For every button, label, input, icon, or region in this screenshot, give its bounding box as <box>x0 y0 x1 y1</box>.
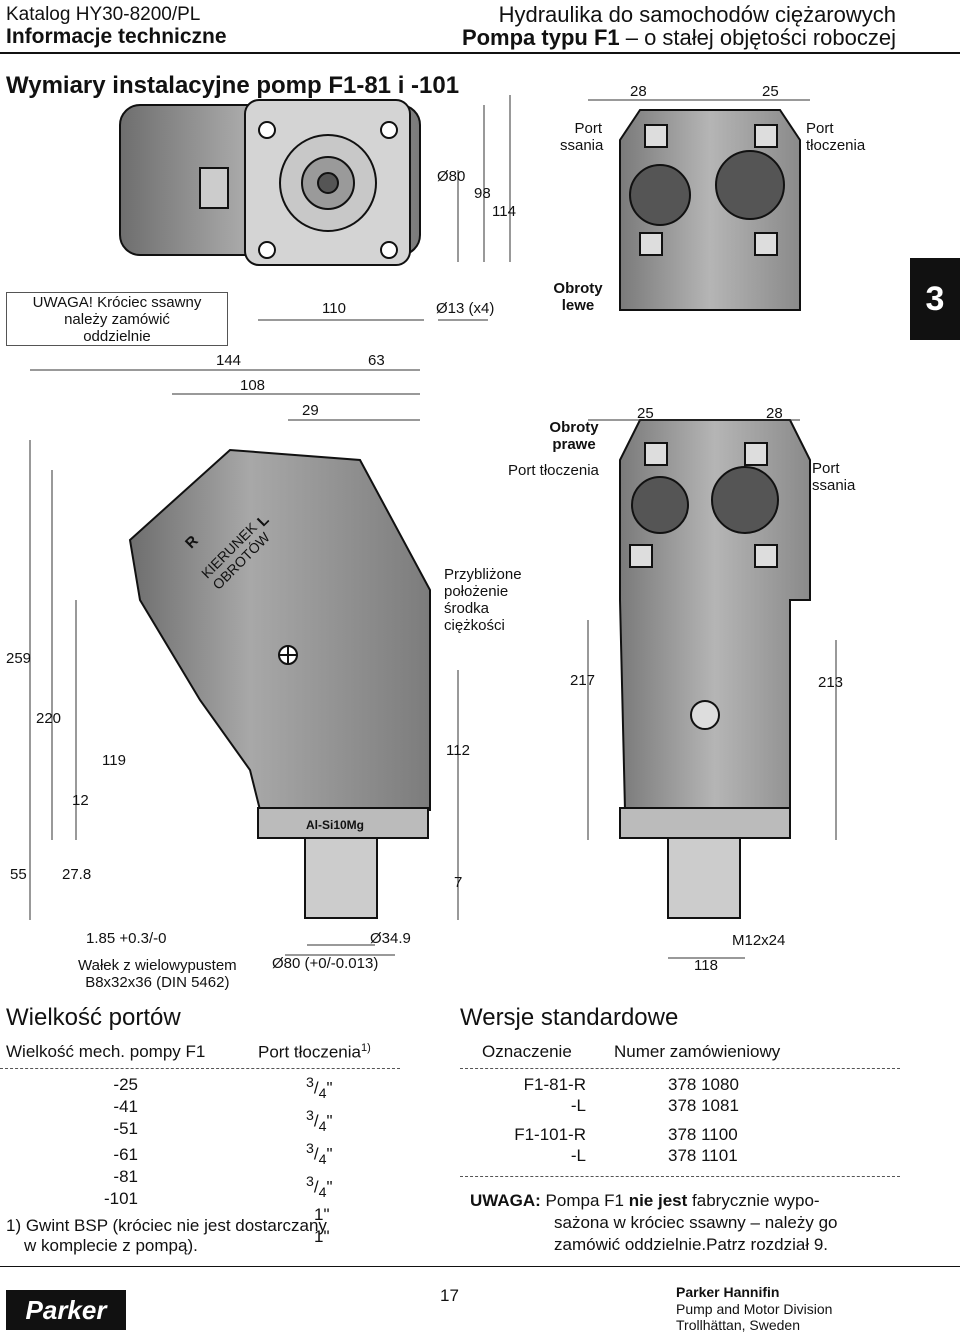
dim-28-right: 28 <box>766 405 783 422</box>
dim-114: 114 <box>492 203 516 220</box>
dim-112: 112 <box>446 742 470 759</box>
dim-80-tolerance: Ø80 (+0/-0.013) <box>272 955 379 972</box>
ports-col-port: Port tłoczenia1) <box>258 1042 371 1062</box>
version-code: F1-81-R <box>523 1075 586 1094</box>
ports-footnote: 1) Gwint BSP (króciec nie jest dostarcza… <box>6 1216 327 1255</box>
version-number: 378 1100 <box>668 1125 738 1144</box>
ports-size: -25 <box>113 1075 138 1094</box>
dim-110: 110 <box>322 300 346 317</box>
header-divider <box>0 52 960 54</box>
version-number: 378 1081 <box>668 1096 739 1115</box>
dim-29: 29 <box>302 402 319 419</box>
footer-divider <box>0 1266 960 1267</box>
ports-size: -41 <box>113 1097 138 1116</box>
version-code: F1-101-R <box>514 1125 586 1144</box>
ports-size-column: -25 -41 -51 -61 -81 -101 <box>96 1074 138 1210</box>
versions-note: UWAGA: Pompa F1 nie jest fabrycznie wypo… <box>470 1191 838 1254</box>
ports-thread: 3/4" <box>306 1108 333 1136</box>
ports-thread: 3/4" <box>306 1174 333 1202</box>
material-label: Al-Si10Mg <box>306 818 365 832</box>
ports-thread: 3/4" <box>306 1141 333 1169</box>
dim-55: 55 <box>10 866 27 883</box>
dim-7: 7 <box>454 874 463 891</box>
dim-217: 217 <box>570 672 596 689</box>
ports-size: -101 <box>103 1189 138 1208</box>
ports-size: -51 <box>113 1119 138 1138</box>
right-view-pump <box>619 419 811 919</box>
document-title: Hydraulika do samochodów ciężarowych <box>498 2 896 27</box>
dim-tolerance: 1.85 +0.3/-0 <box>86 930 167 947</box>
dim-259: 259 <box>6 650 32 667</box>
dim-25-right: 25 <box>637 405 654 422</box>
ports-size: -81 <box>113 1167 138 1186</box>
page-number: 17 <box>440 1286 459 1305</box>
parker-logo: Parker <box>6 1290 126 1330</box>
port-pressure-right: Port tłoczenia <box>508 462 599 479</box>
document-subtitle: Pompa typu F1 – o stałej objętości roboc… <box>461 25 896 50</box>
top-view-pump <box>119 99 421 266</box>
ports-thread-column: 3/4" 3/4" 3/4" 3/4" 1" 1" <box>306 1072 333 1248</box>
dim-12: 12 <box>72 792 89 809</box>
company-name: Parker Hannifin <box>676 1284 780 1300</box>
version-number: 378 1101 <box>668 1146 738 1165</box>
side-view-pump <box>128 448 431 919</box>
ports-title: Wielkość portów <box>6 1004 181 1031</box>
dim-28-top: 28 <box>630 83 647 100</box>
dim-220: 220 <box>36 710 62 727</box>
versions-code-column: F1-81-R -L F1-101-R -L <box>480 1074 586 1166</box>
dim-118: 118 <box>694 957 718 974</box>
dim-27-8: 27.8 <box>62 866 92 883</box>
dim-63: 63 <box>368 352 385 369</box>
dim-144: 144 <box>216 352 242 369</box>
version-number: 378 1080 <box>668 1075 739 1094</box>
ports-thread: 3/4" <box>306 1075 333 1103</box>
ports-divider <box>0 1068 400 1069</box>
versions-divider <box>460 1068 900 1069</box>
dim-13-holes: Ø13 (x4) <box>436 300 495 317</box>
chapter-tab: 3 <box>910 258 960 340</box>
drawing-title: Wymiary instalacyjne pomp F1-81 i -101 <box>6 72 460 99</box>
technical-drawing <box>29 95 837 959</box>
section-name: Informacje techniczne <box>6 25 227 48</box>
version-code: -L <box>570 1146 586 1165</box>
dim-80: Ø80 <box>437 168 466 185</box>
ports-thread: 1" <box>314 1205 330 1225</box>
dim-108: 108 <box>240 377 266 394</box>
ports-thread: 1" <box>314 1227 330 1247</box>
location: Trollhättan, Sweden <box>676 1317 800 1333</box>
versions-note-divider <box>460 1176 900 1177</box>
versions-col-number: Numer zamówieniowy <box>614 1042 781 1061</box>
top-right-view-pump <box>619 109 801 311</box>
version-code: -L <box>570 1096 586 1115</box>
dim-213: 213 <box>818 674 844 691</box>
thread-m12: M12x24 <box>732 932 786 949</box>
ports-size: -61 <box>113 1145 138 1164</box>
dim-34-9: Ø34.9 <box>370 930 411 947</box>
division-name: Pump and Motor Division <box>676 1301 833 1317</box>
versions-title: Wersje standardowe <box>460 1004 679 1031</box>
ports-col-size: Wielkość mech. pompy F1 <box>6 1042 206 1061</box>
dim-119: 119 <box>102 752 126 769</box>
catalog-number: Katalog HY30-8200/PL <box>6 4 201 25</box>
dimension-lines <box>29 95 837 959</box>
versions-col-code: Oznaczenie <box>482 1042 572 1061</box>
versions-number-column: 378 1080 378 1081 378 1100 378 1101 <box>668 1074 739 1166</box>
dim-25-top: 25 <box>762 83 779 100</box>
dim-98: 98 <box>474 185 491 202</box>
